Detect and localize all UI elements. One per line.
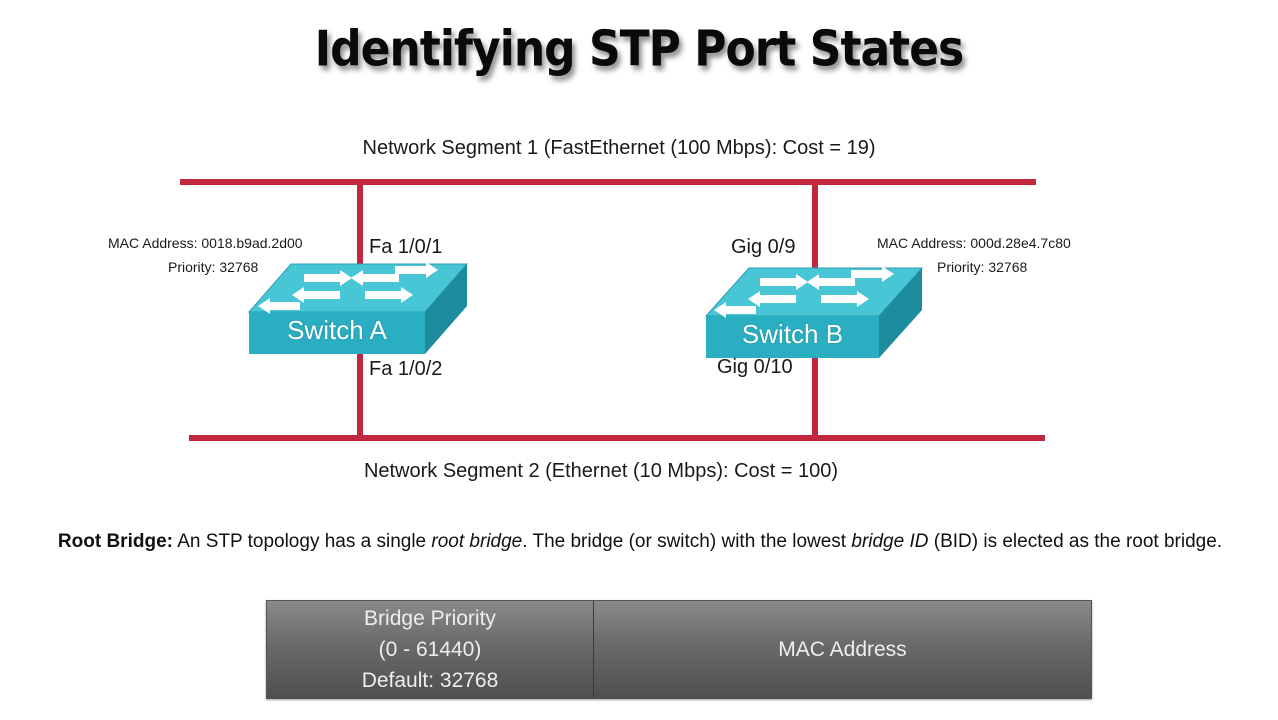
switch-b-label: Switch B <box>741 319 844 349</box>
bridge-id-table: Bridge Priority (0 - 61440) Default: 327… <box>266 600 1092 699</box>
bridge-priority-range: (0 - 61440) <box>378 638 482 661</box>
switch-b-mac: MAC Address: 000d.28e4.7c80 <box>877 235 1071 251</box>
description-em-2: bridge ID <box>851 531 929 552</box>
bridge-priority-label: Bridge Priority <box>364 607 496 630</box>
description-text-2: . The bridge (or switch) with the lowest <box>522 531 852 552</box>
switch-a-arrows-icon <box>258 262 438 314</box>
segment-1-label: Network Segment 1 (FastEthernet (100 Mbp… <box>362 137 876 159</box>
description-text-1: An STP topology has a single <box>172 531 432 552</box>
description-em-1: root bridge <box>431 531 523 552</box>
switch-a-mac: MAC Address: 0018.b9ad.2d00 <box>108 235 303 251</box>
bridge-priority-cell: Bridge Priority (0 - 61440) Default: 327… <box>267 601 594 698</box>
description-text-3: (BID) is elected as the root bridge. <box>928 531 1223 552</box>
switch-a-label: Switch A <box>287 315 387 345</box>
switch-a-priority: Priority: 32768 <box>168 259 259 275</box>
switch-b-arrows-icon <box>714 266 894 318</box>
switch-b-port-bottom: Gig 0/10 <box>717 356 793 378</box>
bridge-priority-default: Default: 32768 <box>361 669 499 692</box>
switch-b-priority: Priority: 32768 <box>937 259 1028 275</box>
segment-2-label: Network Segment 2 (Ethernet (10 Mbps): C… <box>363 460 839 482</box>
mac-address-cell: MAC Address <box>594 601 1091 698</box>
root-bridge-term: Root Bridge: <box>57 531 173 552</box>
switch-a-port-top: Fa 1/0/1 <box>369 236 443 258</box>
page-title: Identifying STP Port States <box>314 20 964 79</box>
mac-address-label: MAC Address <box>778 638 907 661</box>
root-bridge-description: Root Bridge: An STP topology has a singl… <box>40 528 1240 555</box>
switch-a-port-bottom: Fa 1/0/2 <box>369 358 443 380</box>
switch-a-icon <box>247 262 469 354</box>
switch-b-icon <box>704 266 924 358</box>
switch-b-port-top: Gig 0/9 <box>731 236 796 258</box>
